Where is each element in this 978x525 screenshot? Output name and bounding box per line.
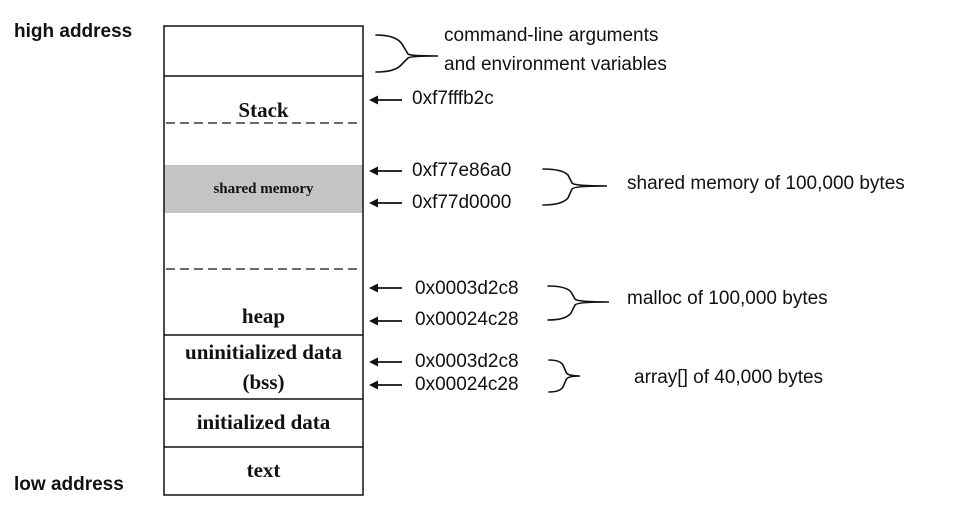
arrow-heap-high [369, 283, 402, 293]
arrow-stack-top [369, 95, 402, 105]
initialized-data-label: initialized data [196, 410, 331, 434]
shared-memory-band [164, 165, 363, 213]
heap-label: heap [241, 304, 286, 328]
text-segment-label: text [246, 458, 281, 482]
array-annotation: array[] of 40,000 bytes [634, 367, 824, 388]
malloc-annotation: malloc of 100,000 bytes [627, 288, 828, 309]
brace-args [375, 34, 439, 73]
shared-memory-label: shared memory [213, 181, 314, 197]
arrow-shm-low [369, 198, 402, 208]
bss-label-line1: uninitialized data [185, 340, 342, 364]
arrow-heap-low [369, 316, 402, 326]
high-address-label: high address [14, 21, 133, 42]
brace-malloc [547, 285, 610, 321]
args-annotation-line2: and environment variables [444, 54, 667, 75]
address-bss-low: 0x00024c28 [415, 374, 519, 395]
arrow-bss-low [369, 380, 402, 390]
arrow-shm-high [369, 166, 402, 176]
address-heap-low: 0x00024c28 [415, 309, 519, 330]
address-heap-high: 0x0003d2c8 [415, 278, 519, 299]
address-bss-high: 0x0003d2c8 [415, 351, 519, 372]
address-shm-high: 0xf77e86a0 [412, 160, 512, 181]
bss-label-line2: (bss) [242, 370, 285, 394]
memory-column [163, 25, 364, 496]
low-address-label: low address [14, 474, 124, 495]
args-annotation-line1: command-line arguments [444, 25, 659, 46]
arrow-bss-high [369, 357, 402, 367]
address-shm-low: 0xf77d0000 [412, 192, 512, 213]
stack-label: Stack [238, 98, 289, 122]
address-stack-top: 0xf7fffb2c [412, 88, 494, 109]
brace-array [548, 359, 581, 393]
brace-shared-memory [542, 168, 608, 206]
shared-memory-annotation: shared memory of 100,000 bytes [627, 173, 905, 194]
